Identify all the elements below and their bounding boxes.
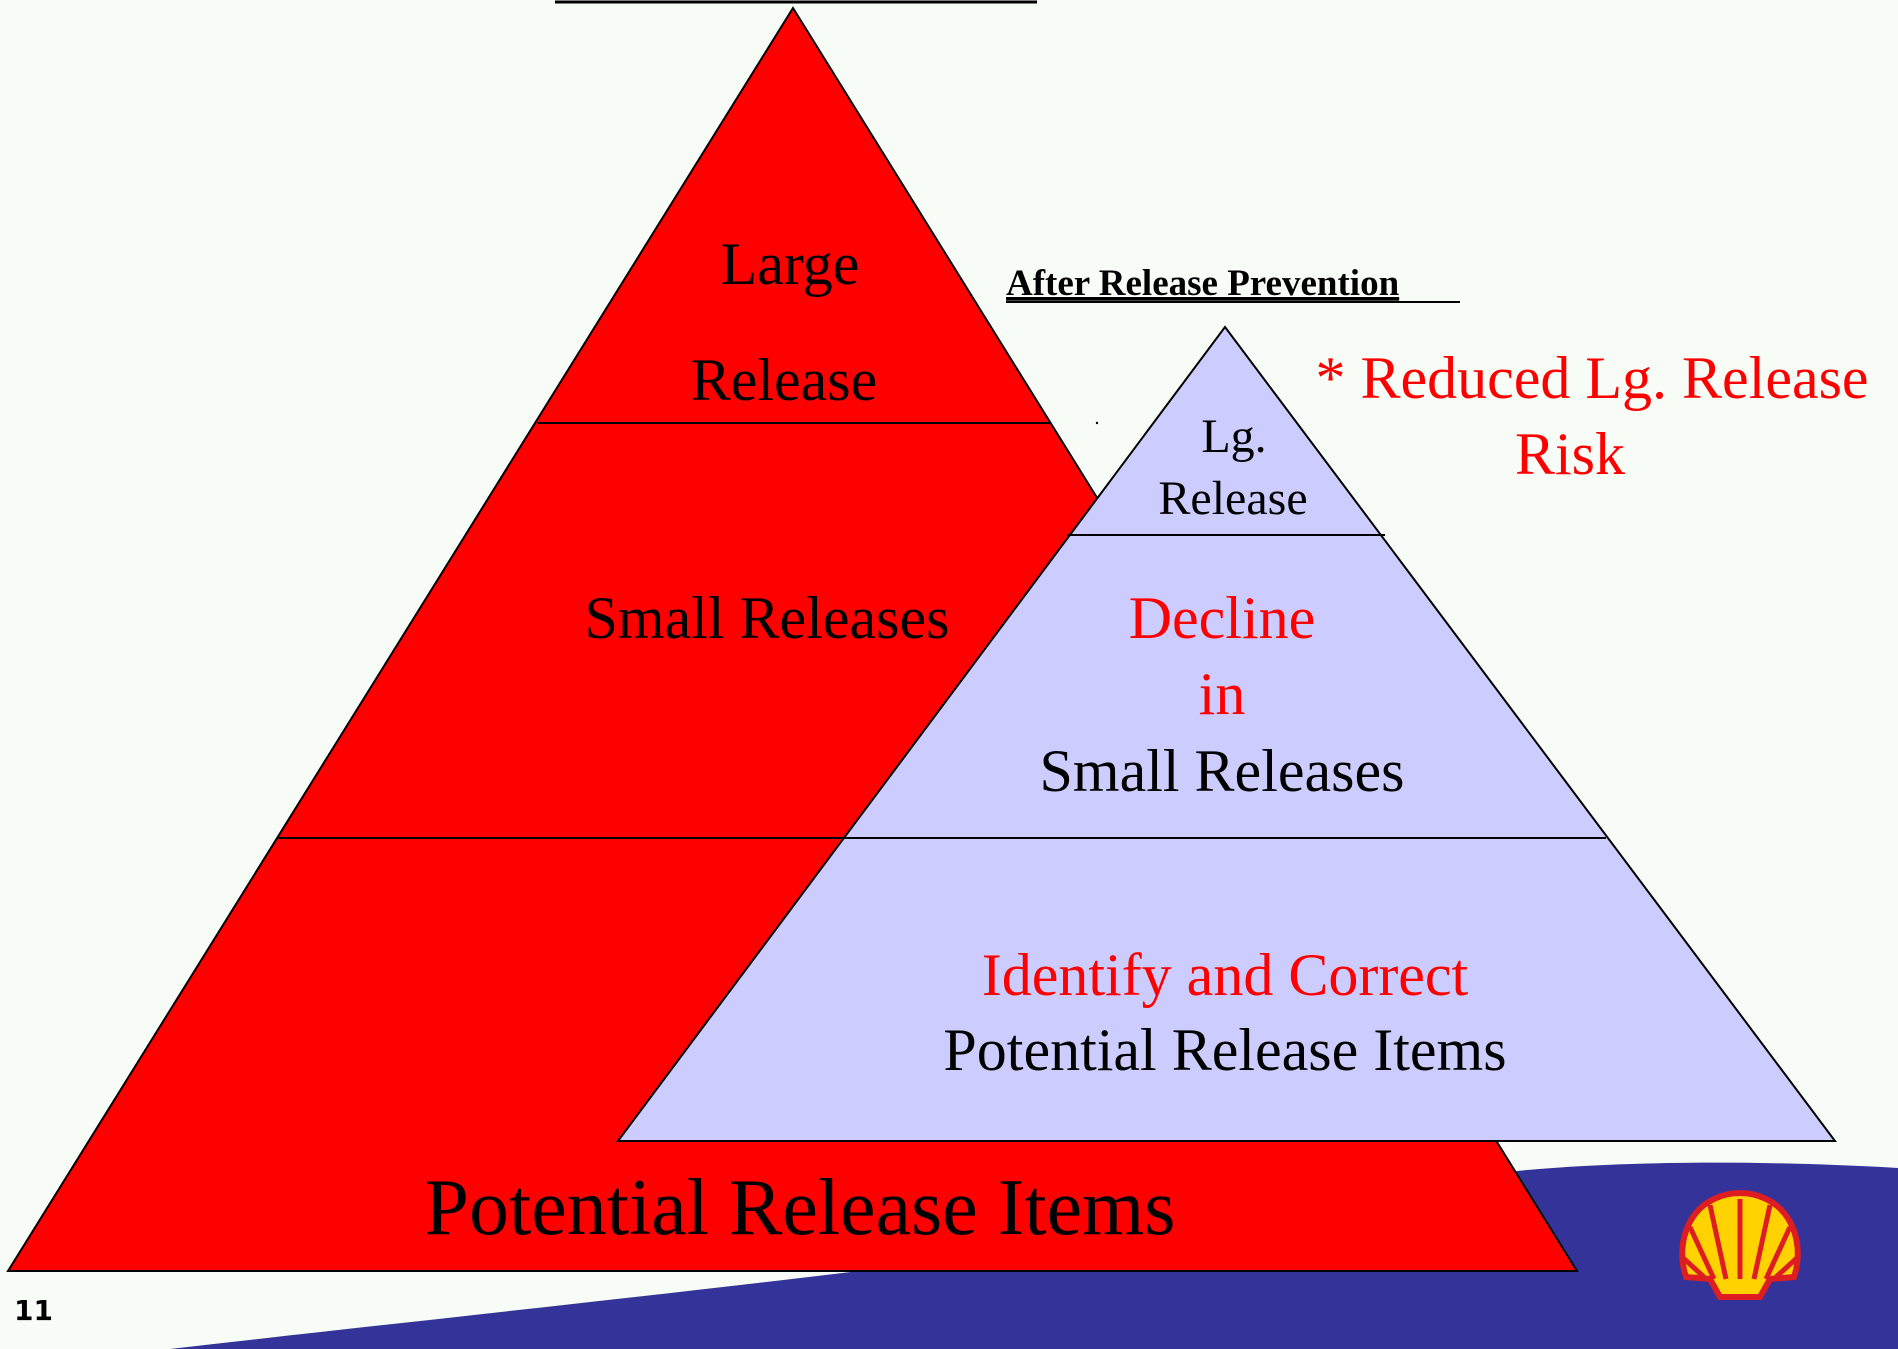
before-middle-tier-label: Small Releases	[585, 585, 950, 651]
after-top-tier-line1: Lg.	[1201, 410, 1266, 463]
before-top-tier-line1: Large	[721, 231, 860, 297]
after-top-tier-line2: Release	[1158, 472, 1307, 525]
after-middle-tier-line2: in	[1199, 661, 1246, 727]
after-middle-tier-line3: Small Releases	[1040, 738, 1405, 804]
callout-line1: * Reduced Lg. Release	[1315, 345, 1868, 411]
slide-number: 11	[14, 1294, 53, 1327]
after-base-tier-line1: Identify and Correct	[982, 942, 1469, 1008]
before-base-tier-label: Potential Release Items	[425, 1164, 1176, 1252]
after-pyramid	[616, 325, 1837, 1142]
callout-line2: Risk	[1515, 421, 1625, 487]
after-heading: After Release Prevention	[1006, 263, 1400, 304]
before-top-tier-line2: Release	[691, 347, 878, 413]
after-middle-tier-line1: Decline	[1129, 585, 1316, 651]
stray-dot	[1095, 421, 1099, 425]
shell-logo-icon	[1679, 1190, 1801, 1300]
after-pyramid-shape	[616, 325, 1837, 1142]
after-base-tier-line2: Potential Release Items	[943, 1017, 1506, 1083]
